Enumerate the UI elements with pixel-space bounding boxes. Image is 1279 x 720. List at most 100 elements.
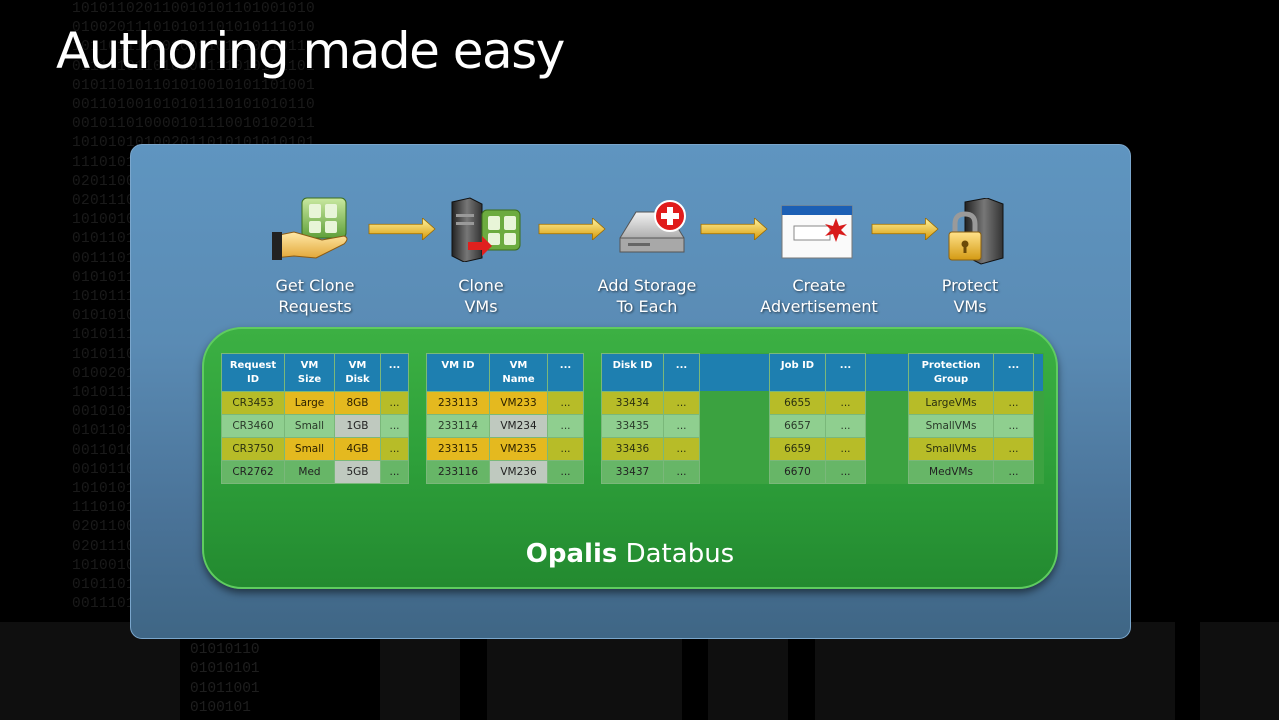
table-gap <box>699 391 770 415</box>
table-row: 33436 ... <box>601 437 770 461</box>
table-cell: 6657 <box>769 414 826 438</box>
table-cell: 6659 <box>769 437 826 461</box>
server-lock-icon <box>948 198 1004 265</box>
table-cell: 33436 <box>601 437 664 461</box>
table-row: 33437 ... <box>601 460 770 484</box>
table-row: 6655 ... <box>769 391 909 415</box>
table-cell: ... <box>663 391 700 415</box>
table-row: 233114 VM234 ... <box>426 414 584 438</box>
table-cell: CR3453 <box>221 391 285 415</box>
advertisement-window-icon <box>781 205 853 259</box>
table-gap <box>1033 437 1044 461</box>
table-cell: Med <box>284 460 335 484</box>
column-header: ... <box>993 353 1034 392</box>
table-cell: 8GB <box>334 391 381 415</box>
databus-label: Opalis Databus <box>525 539 735 569</box>
table-cell: ... <box>380 437 409 461</box>
slide-title: Authoring made easy <box>56 22 565 80</box>
table-cell: ... <box>547 414 584 438</box>
table-cell: CR3460 <box>221 414 285 438</box>
column-header: ... <box>825 353 866 392</box>
table-cell: Small <box>284 437 335 461</box>
table-cell: ... <box>993 437 1034 461</box>
column-header: ... <box>380 353 409 392</box>
table-gap <box>1033 353 1044 392</box>
table-cell: 33437 <box>601 460 664 484</box>
job-table: Job ID ... 6655 ... 6657 ... 6659 ... 66… <box>769 353 909 484</box>
table-row: 233113 VM233 ... <box>426 391 584 415</box>
table-cell: ... <box>993 391 1034 415</box>
table-cell: VM235 <box>489 437 548 461</box>
table-cell: ... <box>663 414 700 438</box>
table-cell: ... <box>380 391 409 415</box>
table-row: CR3460 Small 1GB ... <box>221 414 409 438</box>
table-row: 33435 ... <box>601 414 770 438</box>
table-cell: ... <box>993 414 1034 438</box>
table-cell: ... <box>547 460 584 484</box>
table-cell: 6670 <box>769 460 826 484</box>
table-cell: ... <box>825 437 866 461</box>
table-row: LargeVMs ... <box>908 391 1044 415</box>
column-header: Job ID <box>769 353 826 392</box>
table-cell: 5GB <box>334 460 381 484</box>
table-gap <box>865 391 909 415</box>
table-cell: CR3750 <box>221 437 285 461</box>
table-cell: 33434 <box>601 391 664 415</box>
table-row: SmallVMs ... <box>908 437 1044 461</box>
table-cell: SmallVMs <box>908 414 994 438</box>
server-clone-icon <box>451 197 521 262</box>
table-cell: 233115 <box>426 437 490 461</box>
table-cell: VM233 <box>489 391 548 415</box>
flow-arrow-1 <box>368 218 436 240</box>
table-cell: 6655 <box>769 391 826 415</box>
table-cell: ... <box>380 414 409 438</box>
table-header-row: Disk ID ... <box>601 353 770 392</box>
flow-arrow-4 <box>871 218 939 240</box>
table-cell: 4GB <box>334 437 381 461</box>
clone-request-icon <box>272 197 348 260</box>
table-cell: ... <box>663 460 700 484</box>
table-cell: ... <box>547 437 584 461</box>
add-disk-icon <box>619 200 686 253</box>
table-row: 6659 ... <box>769 437 909 461</box>
table-cell: 233116 <box>426 460 490 484</box>
table-gap <box>699 460 770 484</box>
table-cell: ... <box>663 437 700 461</box>
table-cell: ... <box>825 391 866 415</box>
table-gap <box>865 353 909 392</box>
column-header: Disk ID <box>601 353 664 392</box>
table-row: CR3750 Small 4GB ... <box>221 437 409 461</box>
column-header: ... <box>663 353 700 392</box>
table-gap <box>1033 414 1044 438</box>
table-row: CR2762 Med 5GB ... <box>221 460 409 484</box>
table-cell: LargeVMs <box>908 391 994 415</box>
table-row: 33434 ... <box>601 391 770 415</box>
table-cell: VM236 <box>489 460 548 484</box>
disk-table: Disk ID ... 33434 ... 33435 ... 33436 ..… <box>601 353 770 484</box>
column-header: VM ID <box>426 353 490 392</box>
table-cell: Small <box>284 414 335 438</box>
table-cell: VM234 <box>489 414 548 438</box>
table-row: SmallVMs ... <box>908 414 1044 438</box>
flow-arrow-2 <box>538 218 606 240</box>
table-row: 233115 VM235 ... <box>426 437 584 461</box>
table-gap <box>699 437 770 461</box>
table-header-row: Job ID ... <box>769 353 909 392</box>
table-cell: ... <box>380 460 409 484</box>
table-gap <box>699 353 770 392</box>
table-gap <box>865 460 909 484</box>
table-cell: 233113 <box>426 391 490 415</box>
table-cell: 233114 <box>426 414 490 438</box>
